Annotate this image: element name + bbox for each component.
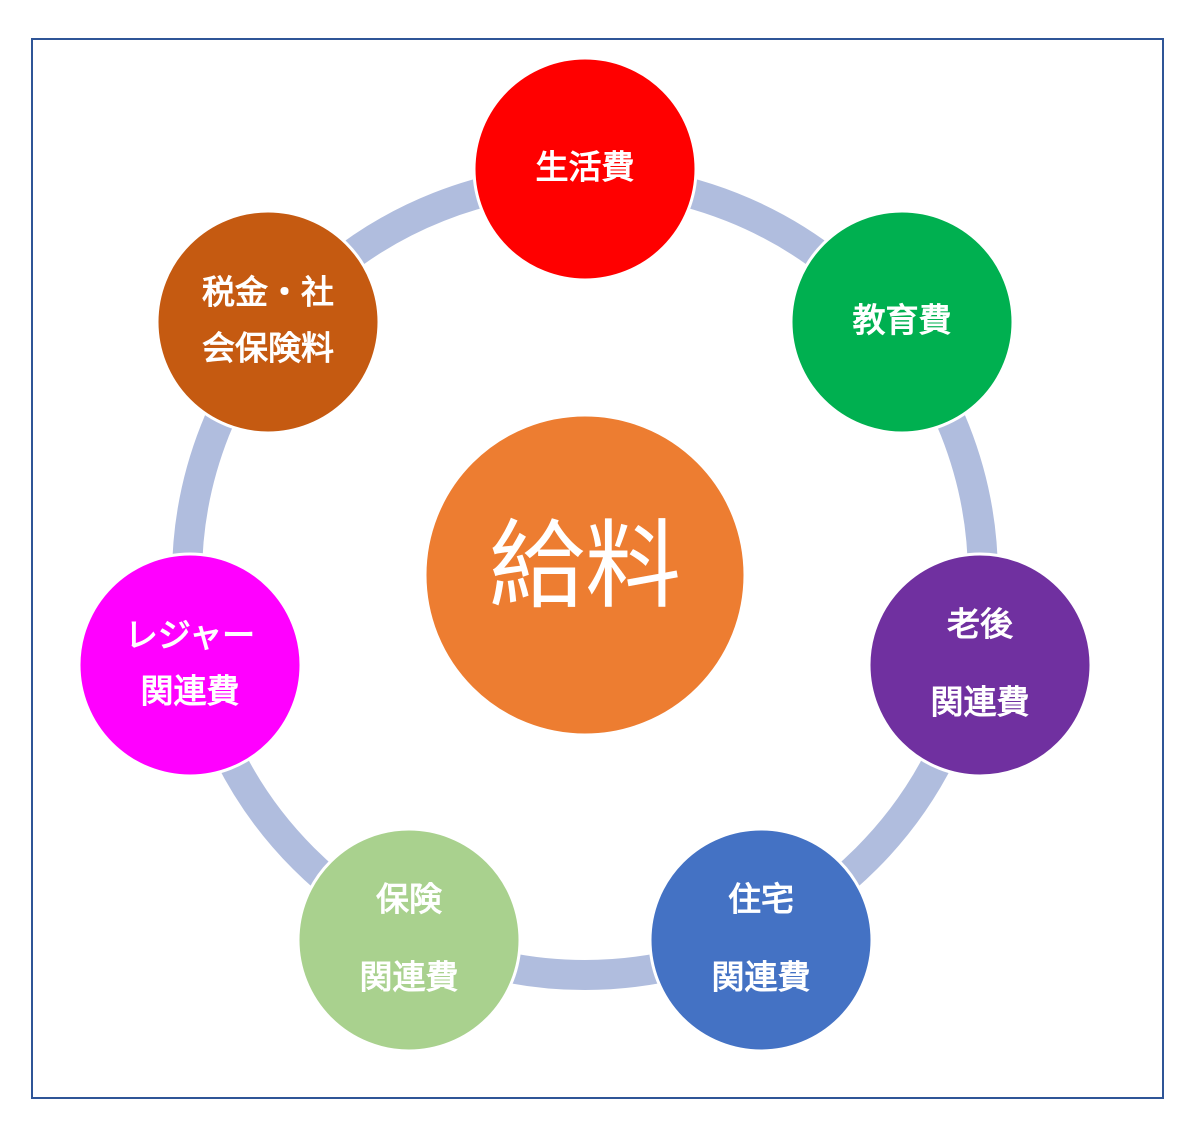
- node-label-insurance: 関連費: [360, 958, 459, 997]
- node-label-insurance: 保険: [376, 880, 443, 919]
- node-label-retirement: 関連費: [931, 683, 1030, 722]
- node-label-tax: 税金・社: [202, 273, 334, 312]
- node-education: 教育費: [789, 209, 1015, 435]
- node-label-leisure: レジャー: [125, 616, 255, 655]
- node-living: 生活費: [472, 56, 698, 282]
- center-circle-salary: [423, 413, 747, 737]
- node-label-living: 生活費: [536, 148, 635, 187]
- center-label: 給料: [489, 510, 681, 622]
- node-circle-retirement: [867, 552, 1093, 778]
- node-label-leisure: 関連費: [141, 672, 240, 711]
- node-circle-education: [789, 209, 1015, 435]
- node-circle-insurance: [296, 827, 522, 1053]
- node-circle-leisure: [77, 552, 303, 778]
- node-circle-living: [472, 56, 698, 282]
- node-circle-housing: [648, 827, 874, 1053]
- diagram-frame: [31, 38, 1164, 1099]
- node-circle-tax: [155, 209, 381, 435]
- node-label-housing: 住宅: [728, 880, 794, 919]
- node-label-tax: 会保険料: [202, 329, 334, 368]
- node-label-housing: 関連費: [712, 958, 811, 997]
- node-label-education: 教育費: [853, 301, 952, 340]
- node-label-retirement: 老後: [947, 605, 1014, 644]
